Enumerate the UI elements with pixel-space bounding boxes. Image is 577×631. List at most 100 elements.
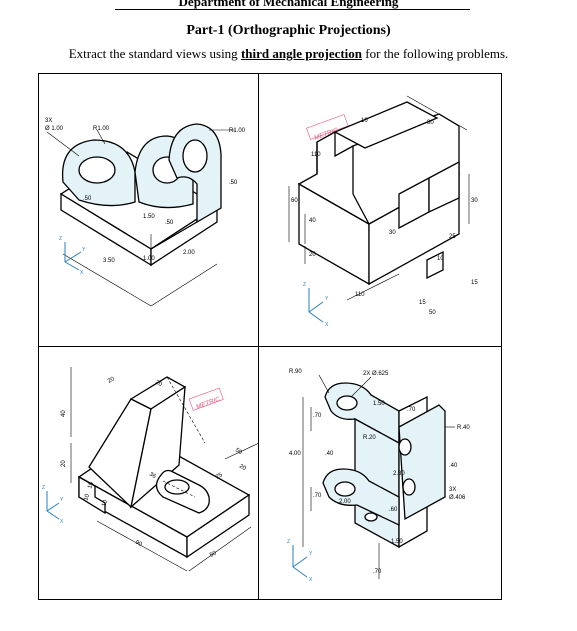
p2-dim-text: 10 xyxy=(361,118,368,124)
problem-3-panel: METRIC 20 20 40 20 36 50 20 25 15 10 90 … xyxy=(39,347,258,599)
p3-dim-text: 20 xyxy=(107,376,116,385)
axis-label-z: Z xyxy=(303,282,306,288)
p4-dim-text: 1.50 xyxy=(391,539,403,545)
p2-dim-text: 25 xyxy=(449,234,456,240)
p3-dim-text: 10 xyxy=(101,499,109,508)
p1-dim-text: 1.50 xyxy=(143,214,155,220)
p3-metric-stamp: METRIC xyxy=(195,396,221,411)
p1-dim-text: 2.00 xyxy=(183,250,195,256)
p4-bottom-hole-2 xyxy=(364,512,378,522)
p1-dim-text: Ø 1.00 xyxy=(45,126,64,132)
p4-flange-hole-1 xyxy=(398,438,412,456)
p3-dim-50 xyxy=(188,526,252,572)
p1-dim-text: 1.00 xyxy=(143,256,155,262)
problem-2-panel: METRIC 10 80 110 60 40 20 30 30 25 10 15… xyxy=(259,74,501,346)
p1-dim-text: .50 xyxy=(229,180,238,186)
problem-4-panel: R.90 2X Ø.625 1.50 .70 .70 R.20 R.40 4.0… xyxy=(259,347,501,599)
p3-slot-hidden xyxy=(162,480,196,498)
p1-edge xyxy=(150,221,198,250)
p4-dim-text: 1.50 xyxy=(373,401,385,407)
p4-top-hole xyxy=(336,395,358,411)
p4-dim-text: .60 xyxy=(389,507,398,513)
axis-label-y: Y xyxy=(82,247,86,253)
axis-label-z: Z xyxy=(287,539,290,545)
p4-dim-text: 2X Ø.625 xyxy=(363,371,389,377)
p4-dim-text: 3X xyxy=(449,487,456,493)
heading-underline xyxy=(115,9,470,10)
axis-label-x: X xyxy=(325,322,329,328)
p3-dim-text: 40 xyxy=(61,410,67,417)
axis-label-y: Y xyxy=(309,551,313,557)
p1-right-upright xyxy=(168,123,222,224)
p2-dim-text: 40 xyxy=(309,218,316,224)
p3-notch xyxy=(78,475,106,515)
p4-flange-hole-2 xyxy=(402,478,416,496)
part-title: Part-1 (Orthographic Projections) xyxy=(186,23,391,38)
p4-dim-text: 2.80 xyxy=(393,471,405,477)
p4-dim-text: .40 xyxy=(325,451,334,457)
p1-dim-text: 3X xyxy=(45,118,52,124)
p2-dim-text: 30 xyxy=(471,198,478,204)
p1-dim-text: .50 xyxy=(165,220,174,226)
axis-label-y: Y xyxy=(325,296,329,302)
p4-dim-text: R.40 xyxy=(457,425,470,431)
p1-dim-text: 3.50 xyxy=(103,258,115,264)
p1-dim-200 xyxy=(150,263,218,307)
p2-dim-text: 80 xyxy=(427,120,434,126)
p2-dim-text: 15 xyxy=(419,300,426,306)
instruction-post: for the following problems. xyxy=(362,46,509,61)
p2-dim-text: 110 xyxy=(311,152,321,158)
p4-dim-text: .70 xyxy=(313,413,322,419)
p4-dim-text: .40 xyxy=(449,463,458,469)
p1-dim-text: R1.00 xyxy=(229,128,246,134)
p1-dim-350 xyxy=(62,253,152,307)
p2-dim-80 xyxy=(406,95,468,131)
p2-notch-side xyxy=(428,160,460,214)
p3-dim-text: 10 xyxy=(83,493,91,502)
p4-axis-triad: Z Y X xyxy=(287,539,313,583)
p4-leader-r90 xyxy=(318,374,330,394)
p3-slot-arc xyxy=(164,479,190,495)
p3-dim-r50 xyxy=(224,443,258,460)
p4-dim-text: Ø.406 xyxy=(449,495,466,501)
p2-axis-triad: Z Y X xyxy=(303,282,329,328)
p1-axis-triad: Z Y X xyxy=(59,236,86,276)
p2-slot xyxy=(426,250,444,280)
p2-dim-text: 30 xyxy=(389,230,396,236)
p1-leader-r1 xyxy=(96,129,106,145)
p3-base-side xyxy=(186,493,250,559)
department-heading: Department of Mechanical Engineering xyxy=(178,0,399,9)
problem-2-drawing: METRIC 10 80 110 60 40 20 30 30 25 10 15… xyxy=(288,95,478,328)
p3-dim-text: 20 xyxy=(61,460,67,467)
p2-dim-text: 20 xyxy=(309,252,316,258)
p4-dim-text: .70 xyxy=(313,493,322,499)
p1-dim-text: .50 xyxy=(83,196,92,202)
problem-1-panel: 3X Ø 1.00 R1.00 R1.00 .50 .50 1.50 .50 3… xyxy=(39,74,258,346)
p1-dim-text: R1.00 xyxy=(93,126,110,132)
p3-axis-triad: Z Y X xyxy=(42,485,64,525)
p4-dim-text: 2.00 xyxy=(339,499,351,505)
p2-dim-text: 10 xyxy=(437,256,444,262)
p4-dim-text: 4.00 xyxy=(289,451,301,457)
problem-4-drawing: R.90 2X Ø.625 1.50 .70 .70 R.20 R.40 4.0… xyxy=(287,369,470,583)
p2-upper-top xyxy=(333,101,439,149)
axis-label-z: Z xyxy=(42,485,45,491)
p4-dim-text: .70 xyxy=(373,569,382,575)
p3-dim-90 xyxy=(96,520,188,572)
grid-vertical-divider xyxy=(258,73,259,600)
p3-dim-text: 50 xyxy=(209,550,218,559)
problem-3-drawing: METRIC 20 20 40 20 36 50 20 25 15 10 90 … xyxy=(42,367,258,572)
axis-label-z: Z xyxy=(59,236,62,242)
p2-stamp-box xyxy=(306,114,349,140)
problem-1-drawing: 3X Ø 1.00 R1.00 R1.00 .50 .50 1.50 .50 3… xyxy=(45,118,246,307)
p2-dim-text: 50 xyxy=(429,310,436,316)
instruction-emphasis: third angle projection xyxy=(240,46,363,61)
p2-edge xyxy=(352,193,370,225)
grid-horizontal-divider xyxy=(38,346,502,347)
p3-stamp-box xyxy=(188,387,224,411)
p4-dim-text: .70 xyxy=(407,407,416,413)
p4-leader-hole xyxy=(350,376,372,398)
axis-label-x: X xyxy=(80,270,84,276)
p1-base-side xyxy=(150,204,218,267)
p3-dim-text: 90 xyxy=(134,540,143,549)
